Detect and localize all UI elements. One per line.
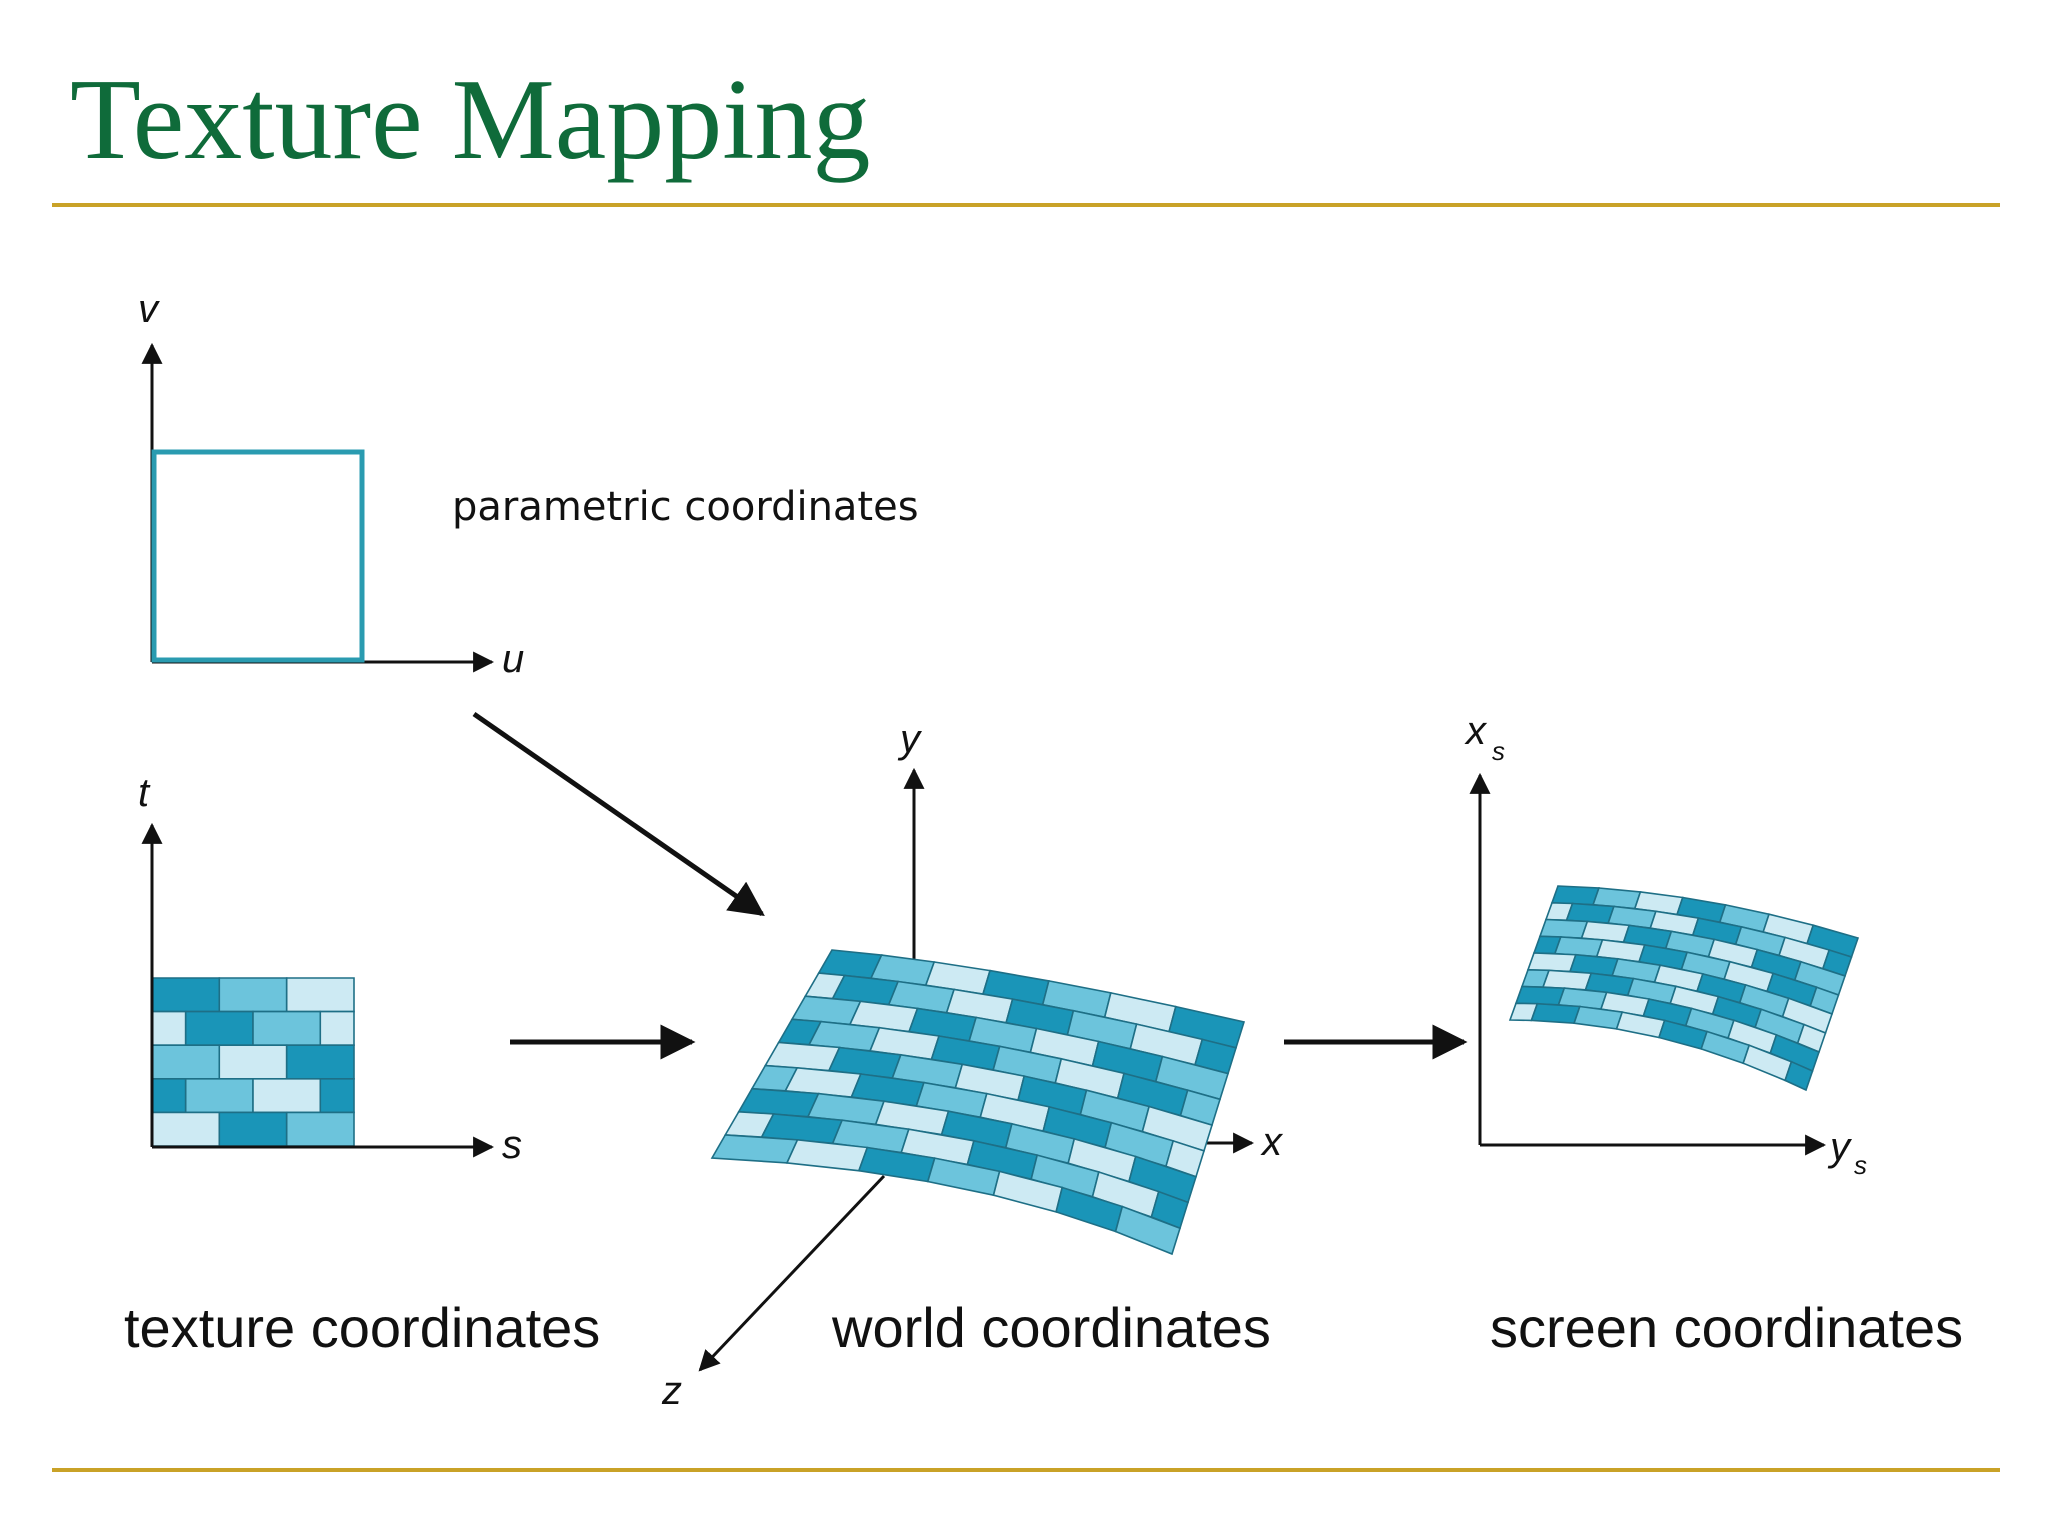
brick	[151, 1111, 221, 1147]
surface-brick	[1784, 1060, 1814, 1092]
z-axis	[698, 1174, 886, 1372]
brick	[319, 1078, 355, 1114]
slide-title: Texture Mapping	[70, 56, 871, 184]
parametric-panel: v u	[138, 287, 524, 681]
xs-axis-label: x	[1464, 709, 1488, 753]
footer-divider	[52, 1468, 2000, 1472]
parametric-coordinates-caption: parametric coordinates	[452, 484, 919, 530]
world-coordinates-caption: world coordinates	[832, 1296, 1271, 1359]
brick	[151, 1044, 221, 1080]
s-axis-label: s	[502, 1123, 522, 1167]
brick	[252, 1010, 322, 1046]
ys-axis-subscript: s	[1854, 1150, 1867, 1180]
surface-brick	[1526, 952, 1577, 973]
z-axis-label: z	[661, 1369, 682, 1413]
ys-axis-label: y	[1827, 1125, 1853, 1169]
brick	[184, 1078, 254, 1114]
brick	[319, 1010, 355, 1046]
u-axis-label: u	[502, 637, 524, 681]
brick	[151, 1078, 187, 1114]
brick	[285, 1111, 355, 1147]
surface-brick	[710, 1134, 799, 1164]
brick	[218, 1044, 288, 1080]
parametric-to-world-arrow	[472, 711, 765, 917]
brick	[151, 977, 221, 1013]
x-axis-label: x	[1260, 1120, 1284, 1164]
y-axis-label: y	[897, 717, 923, 761]
brick	[184, 1010, 254, 1046]
texture-panel: t s	[138, 771, 522, 1167]
world-panel: y x z	[661, 717, 1284, 1413]
surface-brick	[1114, 1205, 1181, 1256]
brick	[218, 1111, 288, 1147]
xs-axis-subscript: s	[1492, 736, 1505, 766]
screen-panel: x s y s	[1464, 709, 1867, 1180]
brick	[218, 977, 288, 1013]
brick	[151, 1010, 187, 1046]
surface-brick	[1538, 918, 1589, 939]
world-textured-surface	[710, 949, 1246, 1256]
brick	[285, 1044, 355, 1080]
title-divider	[52, 203, 2000, 207]
brick	[252, 1078, 322, 1114]
surface-brick	[1530, 1002, 1581, 1025]
brick-texture	[151, 977, 355, 1147]
surface-brick	[1550, 885, 1601, 906]
brick	[285, 977, 355, 1013]
t-axis-label: t	[138, 771, 151, 815]
v-axis-label: v	[138, 287, 160, 331]
texture-coordinates-caption: texture coordinates	[124, 1296, 601, 1359]
screen-coordinates-caption: screen coordinates	[1490, 1296, 1964, 1359]
parametric-square	[151, 449, 365, 663]
surface-brick	[1514, 985, 1566, 1006]
screen-textured-surface	[1508, 885, 1860, 1092]
